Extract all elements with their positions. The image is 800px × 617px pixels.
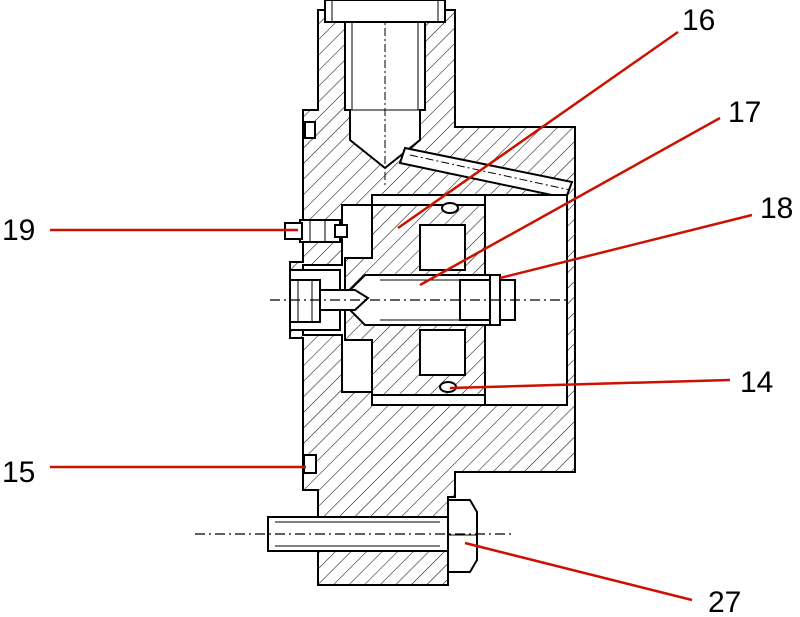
part-label-14: 14 [740,366,773,399]
left-inlet-nut [289,279,321,323]
part-label-27: 27 [708,586,741,617]
piston-slot-lower [419,329,466,376]
part-label-15: 15 [2,456,35,489]
nut-18 [459,279,516,321]
seal-groove-upper-left [304,121,316,139]
leader-17 [419,116,721,287]
part-label-17: 17 [728,96,761,129]
part-label-18: 18 [760,192,793,225]
leader-16 [397,30,679,230]
leader-lines [50,30,753,602]
seal-groove-15 [303,454,317,474]
bolt-27-head [447,499,478,573]
part-label-16: 16 [682,4,715,37]
top-plug-cap [324,0,446,23]
diagonal-passage-center [409,154,571,191]
housing-body [267,0,576,586]
leader-18 [499,213,753,280]
screw-19-tip [334,224,348,238]
o-ring-16 [441,202,459,214]
part-label-19: 19 [2,214,35,247]
leader-27 [464,541,693,602]
piston-slot-upper [419,224,466,271]
leader-14 [449,378,731,390]
